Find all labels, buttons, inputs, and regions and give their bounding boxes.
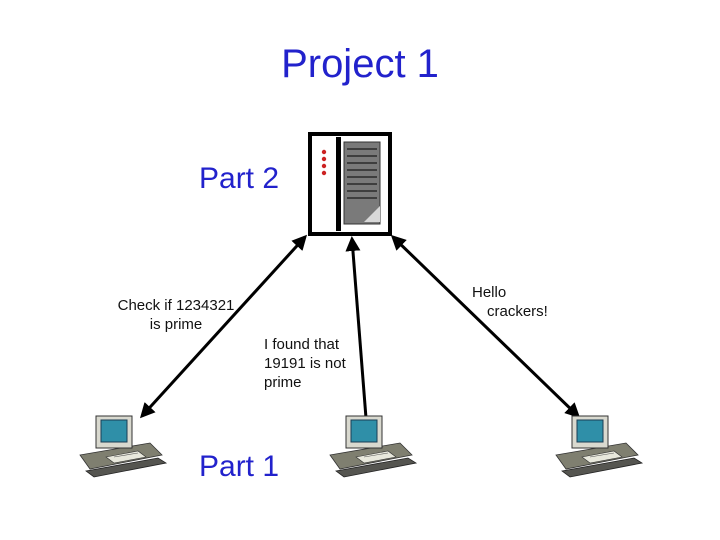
part-2-label: Part 2 xyxy=(199,162,280,195)
part-1-label: Part 1 xyxy=(199,450,280,483)
arrow-server-to-left-computer xyxy=(139,234,308,419)
desktop-computer-icon xyxy=(329,415,418,478)
arrow-server-to-right-computer xyxy=(390,234,581,419)
server-tower-icon xyxy=(308,132,392,236)
slide-title: Project 1 xyxy=(281,42,439,86)
desktop-computer-icon xyxy=(555,415,644,478)
desktop-computer-icon xyxy=(79,415,168,478)
arrow-server-to-middle-computer xyxy=(345,236,368,419)
